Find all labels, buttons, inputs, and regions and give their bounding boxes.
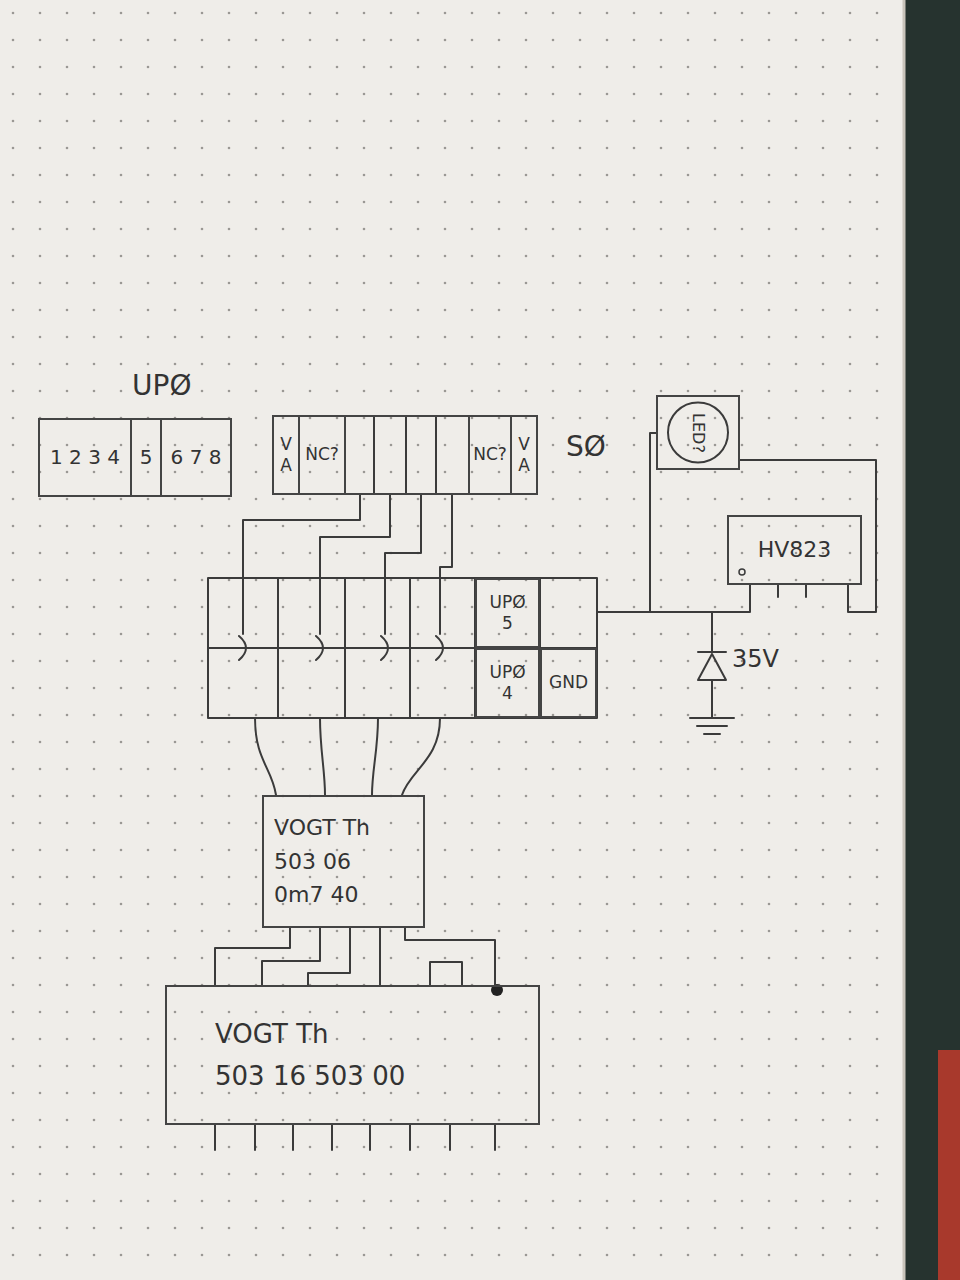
- text-holder: HV823: [758, 536, 832, 564]
- connector-box: V ANC?NC?V ASØ: [272, 415, 538, 495]
- paper: [0, 0, 905, 1280]
- part-label: 6 7 8: [171, 445, 222, 470]
- ground-symbol: [690, 718, 734, 734]
- pin-cell: 6 7 8: [160, 420, 230, 495]
- part-label: V A: [518, 434, 530, 477]
- socket-symbol: [239, 636, 443, 660]
- part-label: 503 16 503 00: [215, 1060, 405, 1093]
- cell-divider: [373, 417, 375, 493]
- part-label: LED?: [688, 413, 708, 453]
- voltage-label: 35V: [732, 644, 779, 674]
- part-label: UPØ 5: [489, 592, 525, 635]
- text-holder: VOGT Th: [274, 814, 370, 842]
- led-circle: [668, 403, 728, 463]
- terminal-grid: [208, 578, 597, 718]
- pin1-dot: [739, 569, 745, 575]
- part-label: GND: [549, 672, 588, 693]
- led-box: LED?: [656, 395, 740, 470]
- part-label: VOGT Th: [274, 814, 370, 842]
- page-edge: [903, 0, 906, 1280]
- s0-wires: [243, 495, 452, 634]
- part-label: NC?: [473, 444, 507, 465]
- terminal-cell: UPØ 5: [475, 578, 540, 648]
- relay-box: VOGT Th 503 06 0m7 40: [262, 795, 425, 928]
- chip-pins: [778, 585, 806, 597]
- text-holder: 503 06: [274, 848, 351, 876]
- wire-connector: [740, 460, 876, 612]
- part-label: 0m7 40: [274, 881, 358, 909]
- fan-wires: [255, 718, 440, 795]
- text-holder: 1 2 3 4: [50, 445, 120, 470]
- pin-cell: V A: [274, 417, 300, 493]
- text-holder: V A: [280, 434, 292, 477]
- cell-divider: [435, 417, 437, 493]
- text-holder: 6 7 8: [171, 445, 222, 470]
- text-holder: V A: [518, 434, 530, 477]
- part-label: 5: [140, 445, 153, 470]
- part-label: HV823: [758, 536, 832, 564]
- voltage-text: 35V: [732, 644, 779, 674]
- desk-edge: [905, 0, 960, 1280]
- text-holder: 503 16 503 00: [215, 1060, 405, 1093]
- ic-pins: [215, 1125, 495, 1150]
- dot-grid: [0, 0, 900, 1280]
- text-holder: SØ: [566, 429, 606, 464]
- ribbon-wires: [215, 928, 462, 985]
- text-holder: VOGT Th: [215, 1018, 329, 1051]
- text-holder: LED?: [678, 423, 718, 443]
- cell-divider: [405, 417, 407, 493]
- connector-heading: UPØ: [132, 368, 191, 403]
- part-label: VOGT Th: [215, 1018, 329, 1051]
- connector-box: 1 2 3 456 7 8UPØ: [38, 418, 232, 497]
- part-label: NC?: [305, 444, 339, 465]
- text-holder: 0m7 40: [274, 881, 358, 909]
- terminal-block: [208, 578, 597, 718]
- diode-symbol: [698, 654, 726, 680]
- text-holder: UPØ 5: [489, 592, 525, 635]
- text-holder: NC?: [473, 444, 507, 465]
- pin-cell: 5: [130, 420, 160, 495]
- pin-cell: 1 2 3 4: [40, 420, 130, 495]
- diode-leads: [698, 612, 726, 718]
- part-label: UPØ 4: [489, 662, 525, 705]
- terminal-cell: UPØ 4: [475, 648, 540, 718]
- part-label: 1 2 3 4: [50, 445, 120, 470]
- text-holder: GND: [549, 672, 588, 693]
- pin-cell: NC?: [300, 417, 346, 493]
- connector-heading: SØ: [566, 429, 606, 464]
- wire-connector: [405, 928, 495, 985]
- text-holder: UPØ: [132, 368, 191, 403]
- text-holder: 5: [140, 445, 153, 470]
- text-holder: NC?: [305, 444, 339, 465]
- text-holder: UPØ 4: [489, 662, 525, 705]
- chip-box: HV823: [727, 515, 862, 585]
- part-label: 503 06: [274, 848, 351, 876]
- part-label: V A: [280, 434, 292, 477]
- ic-box: VOGT Th 503 16 503 00: [165, 985, 540, 1125]
- terminal-cell: GND: [540, 648, 597, 718]
- pin-cell: NC?: [468, 417, 512, 493]
- pin-cell: V A: [512, 417, 536, 493]
- desk-red-strip: [938, 1050, 960, 1280]
